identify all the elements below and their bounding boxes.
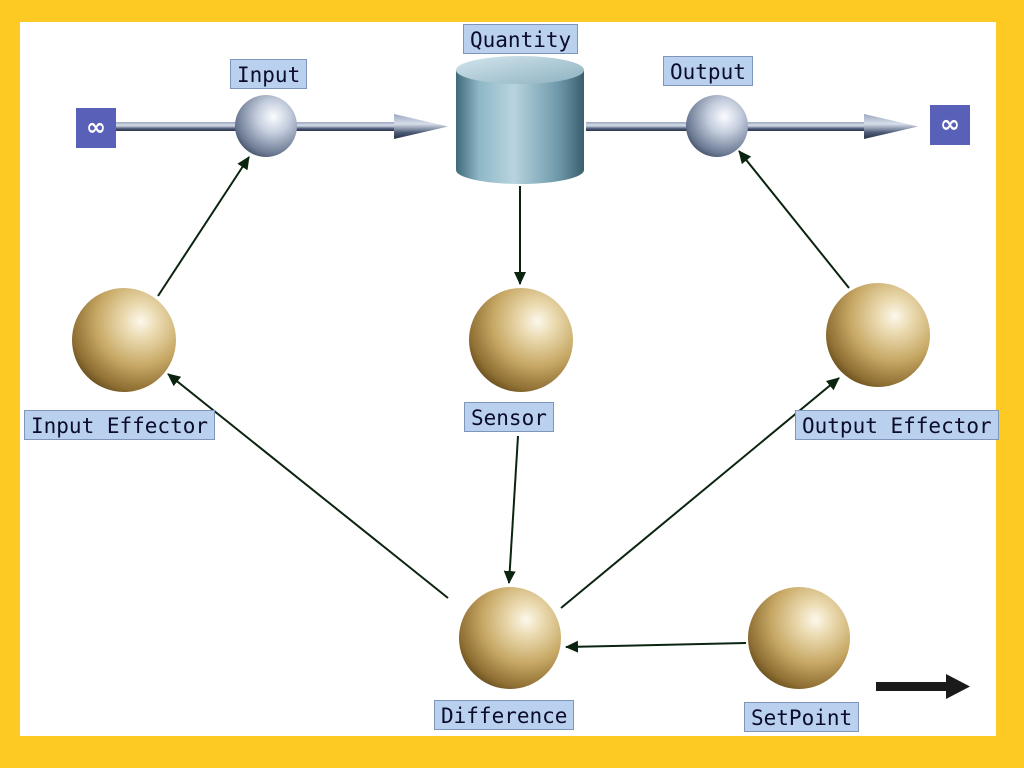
link-difference-output-effector [560, 377, 840, 609]
source-cloud[interactable]: ∞ [76, 108, 116, 148]
output-effector-label: Output Effector [795, 410, 999, 440]
output-label: Output [663, 56, 753, 86]
run-arrow-icon[interactable] [876, 674, 970, 699]
output-effector-node[interactable] [826, 283, 930, 387]
sink-cloud[interactable]: ∞ [930, 105, 970, 145]
difference-label: Difference [434, 700, 575, 730]
diagram-canvas: ∞ ∞ Quantity Input Output Input Effector… [20, 22, 999, 736]
link-difference-input-effector [167, 373, 449, 599]
quantity-stock[interactable] [456, 56, 584, 184]
difference-node[interactable] [459, 587, 561, 689]
link-sensor-difference [503, 435, 519, 584]
link-setpoint-difference [565, 640, 747, 653]
input-valve[interactable] [235, 95, 297, 157]
sensor-node[interactable] [469, 288, 573, 392]
setpoint-label: SetPoint [744, 702, 860, 732]
flow-pipe-out [586, 114, 918, 139]
quantity-label: Quantity [463, 24, 579, 54]
diagram-svg [72, 56, 970, 699]
setpoint-node[interactable] [748, 587, 850, 689]
link-input-effector-input [157, 156, 250, 297]
link-output-effector-output [738, 150, 850, 289]
input-effector-label: Input Effector [24, 410, 216, 440]
output-valve[interactable] [686, 95, 748, 157]
input-effector-node[interactable] [72, 288, 176, 392]
sensor-label: Sensor [464, 402, 554, 432]
input-label: Input [230, 59, 308, 89]
